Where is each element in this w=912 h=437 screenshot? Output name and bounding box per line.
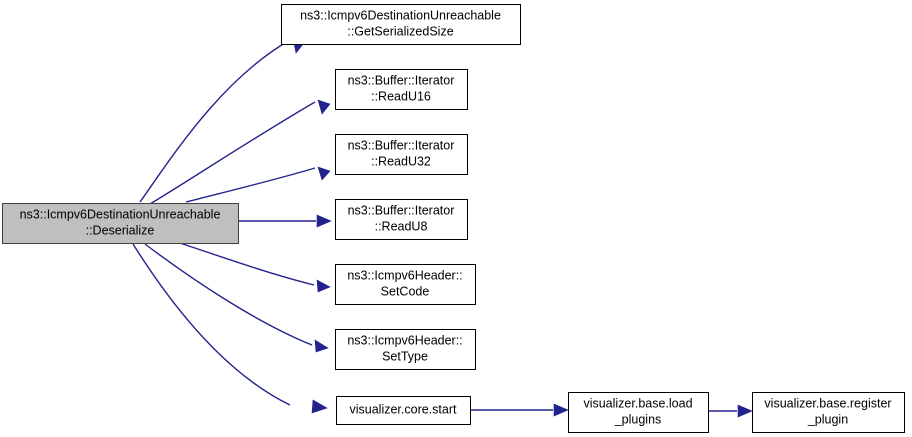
node-label-line-2: ::GetSerializedSize: [347, 24, 453, 38]
node-box[interactable]: [335, 264, 476, 305]
graph-node-readu16[interactable]: ns3::Buffer::Iterator::ReadU16: [335, 69, 468, 110]
edge-deserialize-to-readu16: [149, 99, 331, 205]
node-label-line-2: ::ReadU32: [371, 154, 431, 168]
node-label-line-2: _plugins: [614, 412, 662, 426]
arrowhead-icon: [311, 399, 328, 414]
node-box[interactable]: [568, 392, 709, 433]
node-label-line-1: ns3::Buffer::Iterator: [348, 203, 455, 217]
node-box[interactable]: [335, 199, 468, 240]
graph-node-setcode[interactable]: ns3::Icmpv6Header::SetCode: [335, 264, 476, 305]
node-box[interactable]: [335, 134, 468, 175]
arrowhead-icon: [553, 403, 569, 417]
arrowhead-icon: [316, 214, 332, 228]
edge-deserialize-to-settype: [144, 243, 329, 353]
graph-node-deserialize[interactable]: ns3::Icmpv6DestinationUnreachable::Deser…: [2, 203, 239, 244]
graph-node-loadplugins[interactable]: visualizer.base.load _plugins: [568, 392, 709, 433]
edge-corestart-to-loadplugins: [470, 403, 569, 417]
node-label-line-2: _plugin: [807, 412, 848, 426]
node-label-line-2: ::ReadU8: [375, 219, 428, 233]
node-label-line-2: SetType: [382, 349, 428, 363]
arrowhead-icon: [316, 279, 331, 293]
node-label-line-2: ::Deserialize: [86, 223, 155, 237]
arrowhead-icon: [737, 404, 753, 418]
node-label-line-2: SetCode: [381, 284, 430, 298]
edge-deserialize-to-readu8: [239, 214, 332, 228]
edge-deserialize-to-readu32: [185, 166, 331, 203]
edge-line: [149, 101, 316, 205]
node-label-line-1: visualizer.base.load: [583, 396, 692, 410]
edge-line: [139, 39, 291, 203]
graph-node-settype[interactable]: ns3::Icmpv6Header::SetType: [335, 329, 476, 370]
node-box[interactable]: [281, 4, 521, 45]
node-box[interactable]: [752, 392, 905, 433]
graph-node-readu32[interactable]: ns3::Buffer::Iterator::ReadU32: [335, 134, 468, 175]
node-box[interactable]: [336, 396, 471, 425]
node-label-line-1: ns3::Icmpv6Header::: [347, 268, 462, 282]
graph-node-corestart[interactable]: visualizer.core.start: [336, 396, 471, 425]
node-label-line-1: ns3::Icmpv6DestinationUnreachable: [20, 207, 221, 221]
node-label-line-1: ns3::Buffer::Iterator: [348, 73, 455, 87]
edge-line: [132, 243, 291, 406]
graph-node-registerplugin[interactable]: visualizer.base.register _plugin: [752, 392, 905, 433]
node-box[interactable]: [335, 69, 468, 110]
edges-layer: [132, 37, 753, 418]
edge-deserialize-to-setcode: [179, 242, 331, 293]
node-label-line-1: visualizer.base.register: [764, 396, 891, 410]
edge-loadplugins-to-registerplugin: [708, 404, 753, 418]
arrowhead-icon: [314, 339, 329, 353]
edge-line: [179, 242, 315, 286]
edge-line: [185, 167, 316, 203]
node-box[interactable]: [2, 203, 239, 244]
node-box[interactable]: [335, 329, 476, 370]
arrowhead-icon: [317, 99, 331, 115]
node-label-line-1: ns3::Icmpv6Header::: [347, 333, 462, 347]
graph-node-getserializedsize[interactable]: ns3::Icmpv6DestinationUnreachable::GetSe…: [281, 4, 521, 45]
arrowhead-icon: [317, 166, 331, 181]
graph-node-readu8[interactable]: ns3::Buffer::Iterator::ReadU8: [335, 199, 468, 240]
node-label-line-1: ns3::Icmpv6DestinationUnreachable: [300, 8, 501, 22]
node-label-line-1: visualizer.core.start: [350, 402, 458, 416]
edge-deserialize-to-corestart: [132, 243, 328, 414]
nodes-layer: ns3::Icmpv6DestinationUnreachable::Deser…: [2, 4, 905, 433]
node-label-line-1: ns3::Buffer::Iterator: [348, 138, 455, 152]
edge-line: [144, 243, 313, 346]
node-label-line-2: ::ReadU16: [371, 89, 431, 103]
